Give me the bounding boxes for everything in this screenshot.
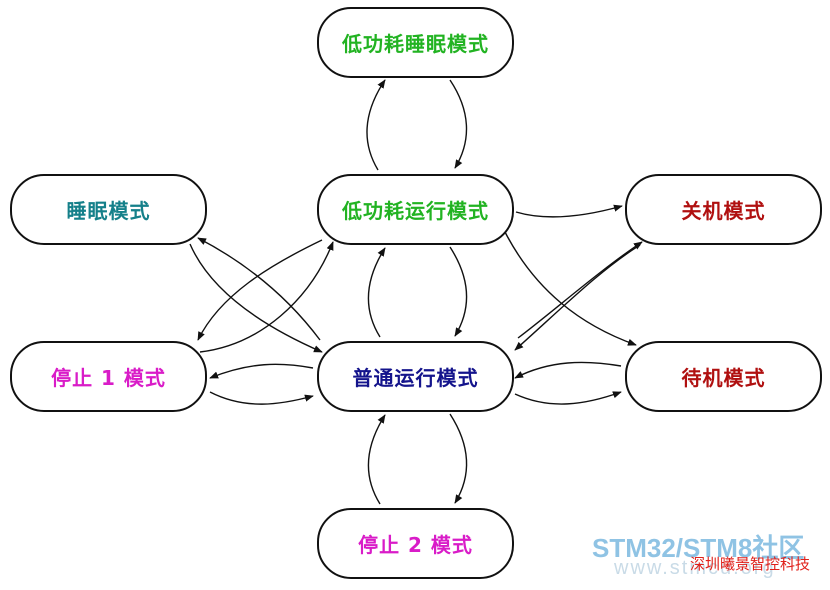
node-label: 停止 1 模式 — [51, 366, 166, 390]
node-label: 低功耗运行模式 — [342, 199, 489, 223]
arrow-shutdown-to-run — [514, 244, 641, 351]
node-label: 关机模式 — [681, 199, 766, 223]
arrow-run-to-shutdown — [517, 241, 643, 339]
arrow-standby-to-run — [514, 361, 622, 379]
arrow-run-to-stop2 — [449, 413, 468, 504]
node-standby-mode: 待机模式 — [625, 341, 822, 412]
node-label: 停止 2 模式 — [358, 533, 473, 557]
arrow-run-to-sleep — [197, 237, 321, 341]
node-run-mode: 普通运行模式 — [317, 341, 514, 412]
arrow-stop1-to-run — [209, 391, 314, 405]
node-low-power-sleep-mode: 低功耗睡眠模式 — [317, 7, 514, 78]
arrow-run-to-stop1 — [209, 363, 314, 379]
node-label: 低功耗睡眠模式 — [342, 32, 489, 56]
node-stop2-mode: 停止 2 模式 — [317, 508, 514, 579]
node-low-power-run-mode: 低功耗运行模式 — [317, 174, 514, 245]
node-label: 普通运行模式 — [352, 366, 479, 390]
arrow-lprun-to-run — [449, 246, 468, 337]
watermark-title: STM32/STM8社区 — [592, 533, 805, 563]
node-shutdown-mode: 关机模式 — [625, 174, 822, 245]
arrow-lprun-to-standby — [504, 231, 637, 346]
arrow-lprun-to-lpsleep — [366, 79, 386, 171]
node-label: 待机模式 — [681, 366, 766, 390]
arrow-stop2-to-run — [367, 414, 386, 505]
arrow-run-to-standby — [514, 391, 622, 405]
arrow-lpsleep-to-lprun — [449, 79, 468, 169]
node-sleep-mode: 睡眠模式 — [10, 174, 207, 245]
arrow-lprun-to-shutdown — [515, 204, 623, 218]
arrow-run-to-lprun — [367, 247, 386, 338]
arrow-sleep-to-run — [189, 243, 323, 353]
watermark-company: 深圳曦景智控科技 — [690, 555, 811, 573]
node-stop1-mode: 停止 1 模式 — [10, 341, 207, 412]
watermark-url: www.stmcu.org — [614, 557, 776, 579]
arrow-stop1-to-lprun — [199, 241, 334, 353]
node-label: 睡眠模式 — [66, 199, 151, 223]
arrow-lprun-to-stop1 — [197, 239, 323, 341]
